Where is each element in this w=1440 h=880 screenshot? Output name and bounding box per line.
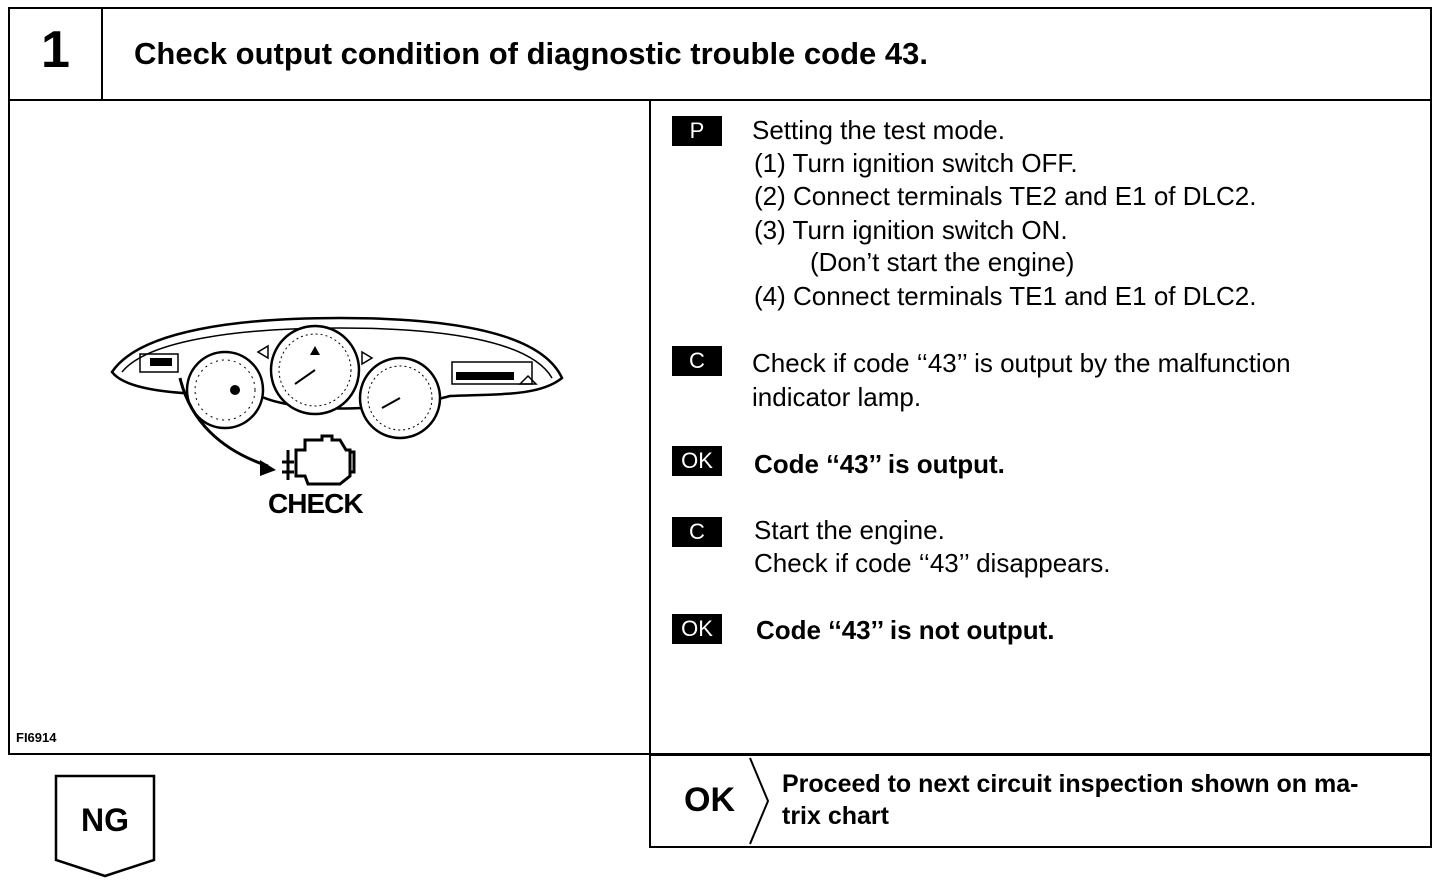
ng-result-box bbox=[54, 774, 156, 878]
p-item: (2) Connect terminals TE2 and E1 of DLC2… bbox=[754, 181, 1257, 211]
check-label: CHECK bbox=[268, 488, 364, 519]
figure-id: FI6914 bbox=[16, 730, 57, 745]
c1-text: indicator lamp. bbox=[752, 382, 922, 412]
ok-result-text: Proceed to next circuit inspection shown… bbox=[782, 768, 1358, 832]
ng-result-label: NG bbox=[81, 802, 129, 838]
ok2-text: Code ‘‘43’’ is not output. bbox=[756, 615, 1055, 645]
c-badge: C bbox=[672, 346, 722, 376]
ok-result-line: trix chart bbox=[782, 802, 889, 830]
ok-badge: OK bbox=[672, 446, 722, 476]
p-item: (3) Turn ignition switch ON. bbox=[754, 215, 1068, 245]
step-header bbox=[8, 7, 1432, 101]
instrument-cluster-illustration bbox=[110, 316, 564, 486]
p-item: (Don’t start the engine) bbox=[810, 247, 1075, 277]
ok1-text: Code ‘‘43’’ is output. bbox=[754, 449, 1005, 479]
p-item: (4) Connect terminals TE1 and E1 of DLC2… bbox=[754, 281, 1257, 311]
ok-result-label: OK bbox=[684, 781, 735, 819]
c-badge: C bbox=[672, 517, 722, 547]
ok-result-chevron bbox=[749, 757, 770, 845]
c2-text: Start the engine. bbox=[754, 515, 945, 545]
step-title: Check output condition of diagnostic tro… bbox=[134, 36, 928, 71]
ok-result-box bbox=[649, 754, 1432, 848]
p-badge: P bbox=[672, 116, 722, 146]
step-number-box bbox=[8, 7, 103, 101]
p-title: Setting the test mode. bbox=[752, 115, 1005, 145]
ok-result-line: Proceed to next circuit inspection shown… bbox=[782, 770, 1359, 798]
step-number: 1 bbox=[41, 21, 70, 79]
p-item: (1) Turn ignition switch OFF. bbox=[754, 148, 1078, 178]
c2-text: Check if code ‘‘43’’ disappears. bbox=[754, 548, 1111, 578]
ok-badge: OK bbox=[672, 614, 722, 644]
c1-text: Check if code ‘‘43’’ is output by the ma… bbox=[752, 348, 1291, 378]
